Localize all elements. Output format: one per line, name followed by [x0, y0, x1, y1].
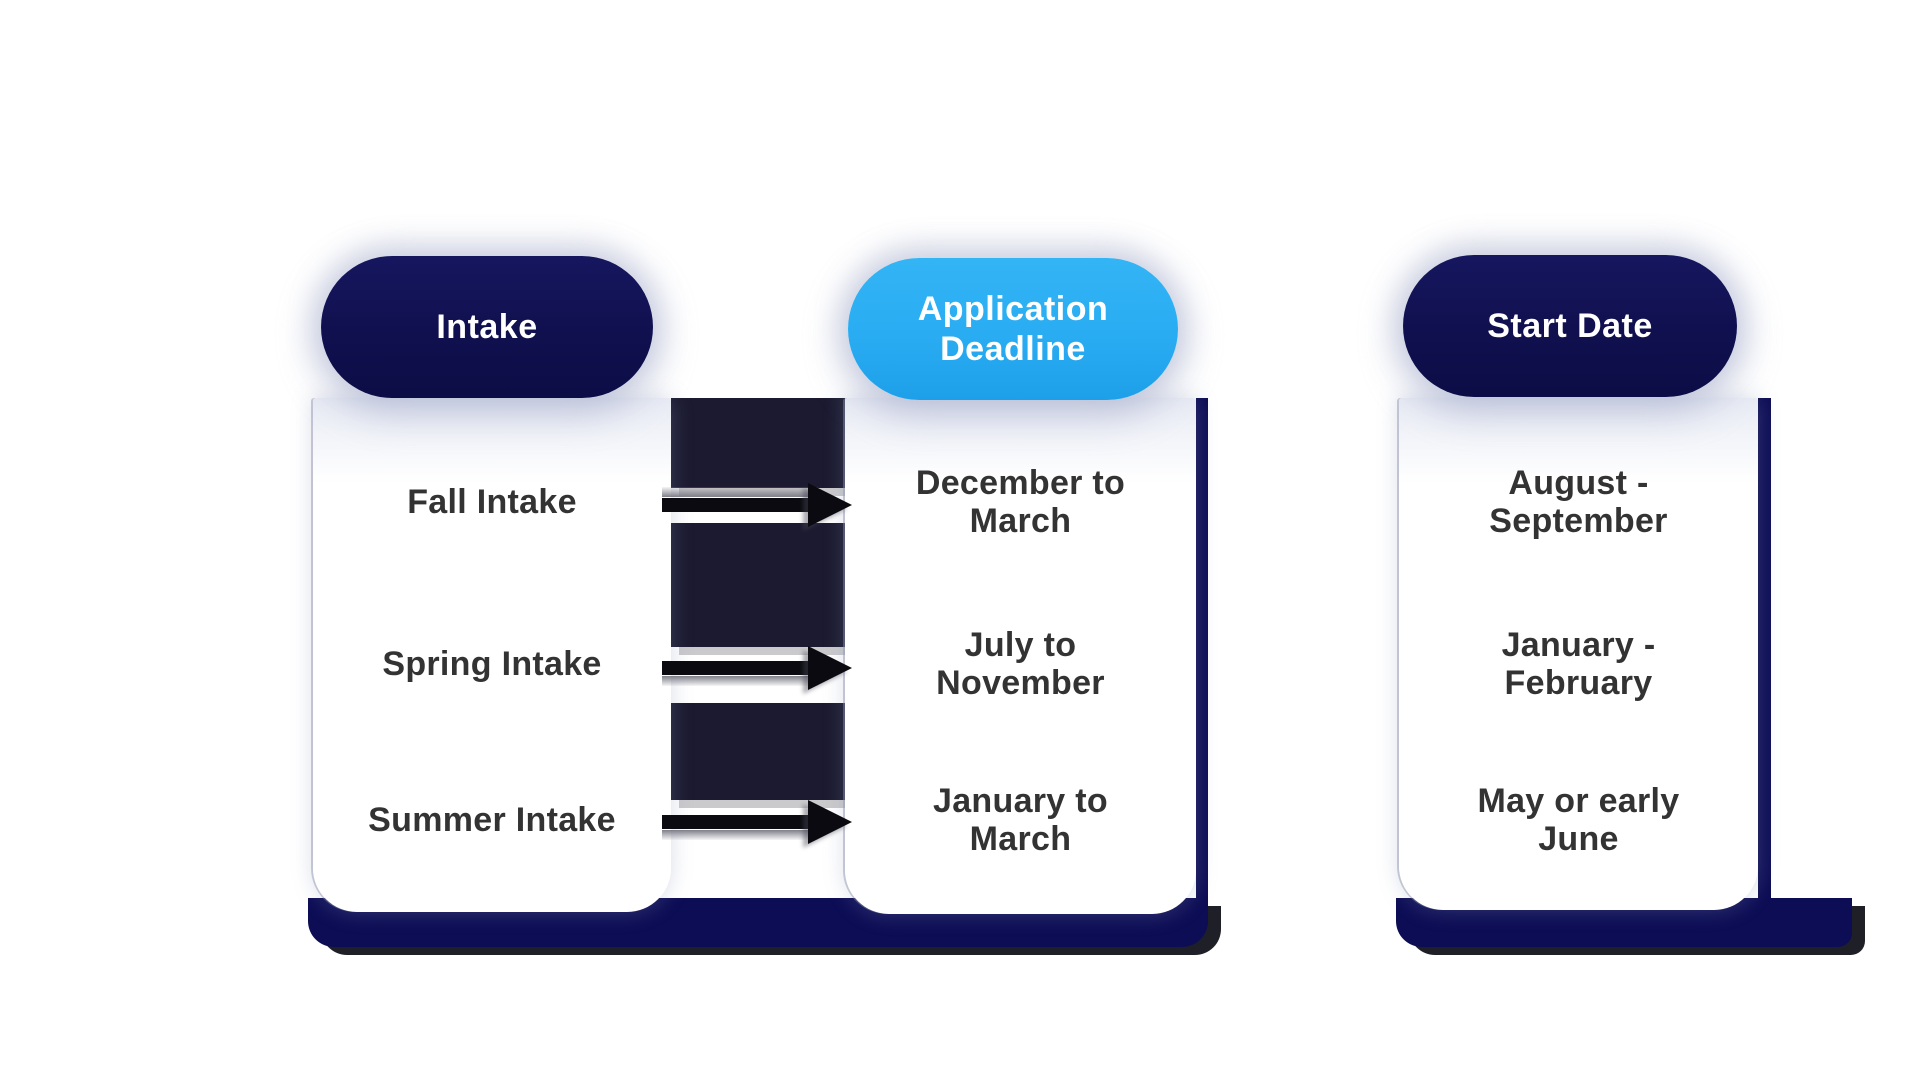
header-label: Start Date [1487, 306, 1653, 345]
table-cell: Fall Intake [407, 482, 577, 521]
column-card-start-date: August - September January - February Ma… [1399, 398, 1758, 910]
arrow-shaft [662, 498, 814, 512]
arrow-shadow [662, 487, 818, 497]
right-arrow-icon [662, 800, 852, 844]
arrow-shaft [662, 815, 814, 829]
arrow-shadow [662, 830, 818, 840]
header-label: Intake [436, 307, 538, 346]
panel-edge-right-group [1758, 398, 1771, 900]
table-cell: Summer Intake [368, 800, 616, 839]
arrow-head [808, 646, 852, 690]
column-header-start-date: Start Date [1403, 255, 1737, 397]
table-cell: May or early June [1477, 781, 1680, 858]
connector-panel-segment [671, 523, 845, 647]
column-header-intake: Intake [321, 256, 653, 398]
table-cell: January - February [1501, 625, 1656, 702]
table-cell: August - September [1489, 463, 1668, 540]
arrow-head [808, 800, 852, 844]
header-label: Application Deadline [917, 289, 1109, 368]
table-cell: July to November [936, 625, 1105, 702]
arrow-shaft [662, 661, 814, 675]
connector-panel-segment [671, 398, 845, 488]
arrow-head [808, 483, 852, 527]
connector-panel-segment [671, 703, 845, 800]
column-card-intake: Fall Intake Spring Intake Summer Intake [313, 398, 671, 912]
right-arrow-icon [662, 483, 852, 527]
column-header-application-deadline: Application Deadline [848, 258, 1178, 400]
table-cell: January to March [933, 781, 1108, 858]
arrow-shadow [662, 676, 818, 686]
table-cell: December to March [915, 463, 1126, 540]
panel-edge-left-group [1196, 398, 1208, 900]
column-card-application-deadline: December to March July to November Janua… [845, 398, 1196, 914]
right-arrow-icon [662, 646, 852, 690]
table-cell: Spring Intake [382, 644, 602, 683]
